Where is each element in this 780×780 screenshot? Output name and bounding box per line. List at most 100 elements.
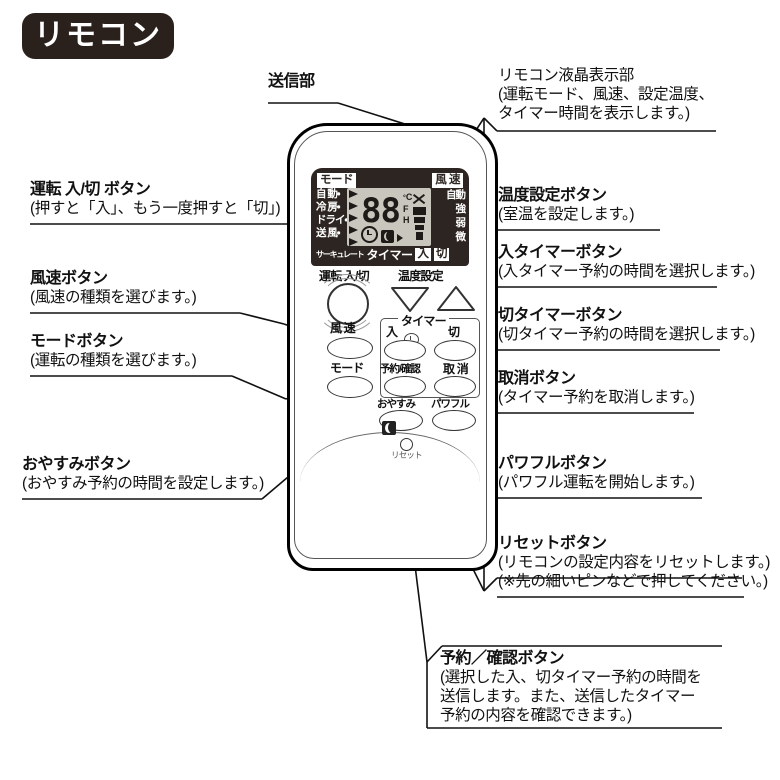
lcd-unit-f: F: [403, 204, 409, 214]
lcd-unit-indicators: °C F H: [403, 192, 415, 226]
lcd-timer-label: タイマー: [366, 248, 413, 262]
annotation-fan-button: 風速ボタン (風速の種類を選びます。): [30, 269, 197, 307]
annotation-timer-off-button-line2: (切タイマー予約の時間を選択します。): [498, 326, 755, 343]
reserve-confirm-button-label: 予約/確認: [380, 363, 421, 375]
lcd-fan-bar-indicator: [412, 192, 426, 242]
annotation-reserve-button: 予約／確認ボタン (選択した入、切タイマー予約の時間を 送信します。また、送信し…: [440, 649, 702, 725]
annotation-temp-button-line2: (室温を設定します。): [498, 206, 635, 223]
annotation-reserve-button-line3: 送信します。また、送信したタイマー: [440, 688, 696, 705]
moon-icon-sleep: [382, 421, 396, 435]
lcd-screen-area: 88 °C F H: [347, 188, 431, 246]
annotation-powerful-button: パワフルボタン (パワフル運転を開始します。): [498, 454, 695, 492]
annotation-power-button: 運転 入/切 ボタン (押すと「入」、もう一度押すと「切」): [30, 180, 281, 218]
reset-button-label: リセット: [391, 450, 423, 460]
temp-button-label: 温度設定: [398, 269, 444, 283]
lcd-fan-quiet: 微: [455, 231, 467, 243]
cancel-button[interactable]: [434, 376, 476, 397]
annotation-powerful-button-line1: パワフルボタン: [498, 455, 607, 472]
lcd-degree-symbol: °: [403, 195, 406, 202]
reserve-confirm-button[interactable]: [384, 376, 426, 397]
annotation-timer-on-button-line1: 入タイマーボタン: [498, 244, 623, 261]
lcd-timer-row: サーキュレート タイマー 入 切: [316, 246, 450, 263]
annotation-powerful-button-line2: (パワフル運転を開始します。): [498, 474, 695, 491]
lcd-mode-chip: モード: [317, 173, 356, 188]
lcd-display-panel: モード 風 速 自 動・ 冷 房・ ドライ・ 送 風・ 自動 強 弱 微 88: [311, 168, 469, 266]
lcd-mode-fan: 送 風・: [316, 227, 341, 239]
annotation-sleep-button-line2: (おやすみ予約の時間を設定します。): [22, 475, 264, 492]
lcd-timer-off-badge: 切: [433, 248, 450, 261]
annotation-sleep-button-line1: おやすみボタン: [22, 456, 131, 473]
lcd-fan-level-list: 自動 強 弱 微: [446, 189, 467, 246]
annotation-mode-button-line1: モードボタン: [30, 333, 124, 350]
timer-on-button[interactable]: [384, 340, 426, 361]
temp-down-button[interactable]: [388, 284, 432, 314]
annotation-fan-button-line2: (風速の種類を選びます。): [30, 289, 197, 306]
lcd-mode-auto: 自 動・: [316, 188, 341, 200]
remote-bottom-arc: [300, 432, 480, 553]
reset-button[interactable]: [400, 438, 413, 451]
lcd-fan-chip: 風 速: [432, 173, 463, 188]
annotation-lcd-display-line3: タイマー時間を表示します。): [498, 105, 690, 122]
powerful-button[interactable]: [432, 410, 476, 431]
lcd-mode-dry: ドライ・: [316, 214, 348, 226]
lcd-arrow-3: [349, 214, 358, 222]
mode-button[interactable]: [327, 376, 373, 398]
lcd-mode-arrows: [349, 190, 361, 246]
annotation-reserve-button-line2: (選択した入、切タイマー予約の時間を: [440, 669, 702, 686]
mode-button-label: モード: [330, 361, 364, 375]
lcd-pointer-icon: [397, 234, 403, 242]
annotation-mode-button: モードボタン (運転の種類を選びます。): [30, 332, 197, 370]
annotation-reset-button: リセットボタン (リモコンの設定内容をリセットします。) (※先の細いピンなどで…: [498, 534, 770, 591]
annotation-timer-off-button: 切タイマーボタン (切タイマー予約の時間を選択します。): [498, 306, 755, 344]
lcd-arrow-4: [349, 226, 358, 234]
sleep-button-label: おやすみ: [377, 398, 416, 410]
power-arc-outer-2: [315, 274, 379, 332]
lcd-arrow-2: [349, 202, 358, 210]
annotation-temp-button: 温度設定ボタン (室温を設定します。): [498, 186, 635, 224]
lcd-status-icons: [361, 226, 403, 243]
timer-group-label: タイマー: [398, 312, 449, 329]
lcd-arrow-1: [349, 190, 358, 198]
annotation-temp-button-line1: 温度設定ボタン: [498, 187, 607, 204]
annotation-reset-button-line3: (※先の細いピンなどで押してください。): [498, 573, 768, 590]
annotation-cancel-button: 取消ボタン (タイマー予約を取消します。): [498, 369, 695, 407]
powerful-button-label: パワフル: [431, 398, 470, 410]
remote-inner-edge: [294, 131, 487, 559]
lcd-fan-seg-2: [413, 217, 425, 223]
annotation-reserve-button-line4: 予約の内容を確認できます。): [440, 707, 632, 724]
annotation-power-button-line2: (押すと「入」、もう一度押すと「切」): [30, 200, 281, 217]
lcd-fan-low: 弱: [455, 217, 467, 229]
page-title-badge: リモコン: [22, 13, 174, 59]
annotation-cancel-button-line2: (タイマー予約を取消します。): [498, 389, 695, 406]
annotation-sleep-button: おやすみボタン (おやすみ予約の時間を設定します。): [22, 455, 264, 493]
lcd-arrow-5: [349, 238, 358, 246]
lcd-mode-cool: 冷 房・: [316, 201, 341, 213]
fan-speed-button-label: 風 速: [330, 321, 356, 335]
annotation-lcd-display-line2: (運転モード、風速、設定温度、: [498, 86, 714, 103]
power-button[interactable]: [327, 283, 369, 325]
annotation-cancel-button-line1: 取消ボタン: [498, 370, 576, 387]
annotation-mode-button-line2: (運転の種類を選びます。): [30, 352, 197, 369]
annotation-lcd-display: リモコン液晶表示部 (運転モード、風速、設定温度、 タイマー時間を表示します。): [498, 66, 714, 123]
timer-off-button-label: 切: [448, 325, 460, 339]
page-title: リモコン: [34, 19, 162, 52]
annotation-reserve-button-line1: 予約／確認ボタン: [440, 650, 565, 667]
annotation-timer-off-button-line1: 切タイマーボタン: [498, 307, 623, 324]
fan-speed-button[interactable]: [327, 337, 373, 359]
annotation-timer-on-button: 入タイマーボタン (入タイマー予約の時間を選択します。): [498, 243, 755, 281]
annotation-reset-button-line2: (リモコンの設定内容をリセットします。): [498, 554, 771, 571]
lcd-unit-h: H: [403, 215, 410, 225]
lcd-fan-high: 強: [455, 203, 467, 215]
temp-up-button[interactable]: [434, 284, 478, 314]
cancel-button-label: 取 消: [443, 362, 469, 376]
annotation-fan-button-line1: 風速ボタン: [30, 270, 108, 287]
lcd-mode-list: 自 動・ 冷 房・ ドライ・ 送 風・: [316, 188, 348, 241]
lcd-circulate-label: サーキュレート: [316, 250, 365, 259]
annotation-timer-on-button-line2: (入タイマー予約の時間を選択します。): [498, 263, 755, 280]
annotation-lcd-display-line1: リモコン液晶表示部: [498, 67, 634, 84]
clock-icon: [361, 226, 378, 243]
timer-off-button[interactable]: [434, 340, 476, 361]
annotation-power-button-line1: 運転 入/切 ボタン: [30, 181, 151, 198]
annotation-transmitter-line1: 送信部: [268, 73, 315, 90]
